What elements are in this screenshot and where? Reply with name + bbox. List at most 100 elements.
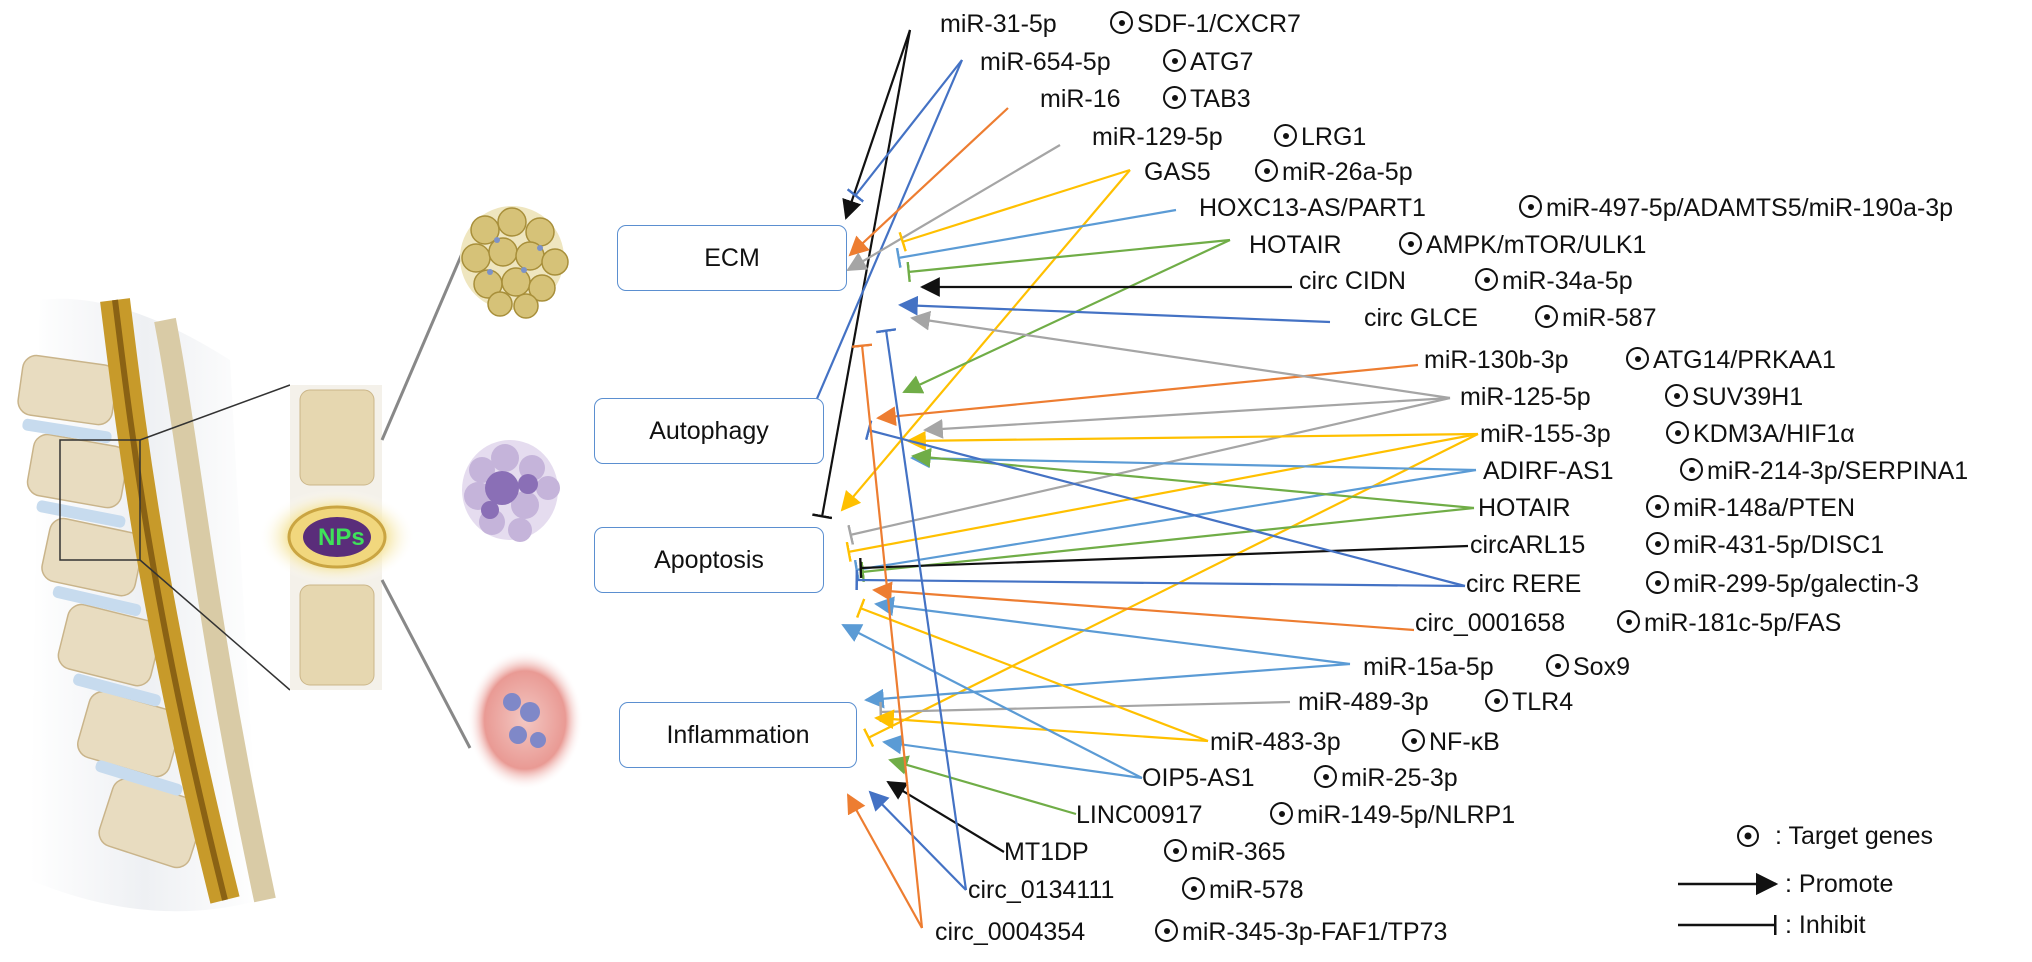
- target-text: miR-578: [1209, 876, 1304, 904]
- regulator-label: circ GLCE: [1364, 304, 1478, 332]
- target-label: LRG1: [1274, 122, 1366, 152]
- regulator-label: circ_0004354: [935, 918, 1086, 946]
- target-text: KDM3A/HIF1α: [1693, 420, 1855, 448]
- target-label: Sox9: [1546, 652, 1630, 682]
- target-label: AMPK/mTOR/ULK1: [1399, 230, 1646, 260]
- np-label: NPs: [318, 524, 365, 551]
- target-label: NF-κB: [1402, 727, 1500, 757]
- outcome-inflammation-box: Inflammation: [619, 702, 857, 768]
- target-text: miR-149-5p/NLRP1: [1297, 801, 1516, 829]
- target-genes-icon: [1402, 729, 1425, 752]
- inhibit-line: [859, 544, 1469, 579]
- inhibit-line: [852, 343, 924, 929]
- target-genes-icon: [1163, 49, 1186, 72]
- target-label: TAB3: [1163, 84, 1251, 114]
- promote-arrow: [847, 793, 923, 929]
- promote-arrow: [911, 447, 1475, 510]
- target-label: miR-181c-5p/FAS: [1617, 608, 1841, 638]
- promote-arrow: [846, 144, 1061, 272]
- target-label: SDF-1/CXCR7: [1110, 9, 1301, 39]
- promote-arrow: [910, 448, 1477, 472]
- target-genes-icon: [1617, 610, 1640, 633]
- regulator-label: circ CIDN: [1299, 267, 1406, 295]
- outcome-ecm-box: ECM: [617, 225, 847, 291]
- outcome-autophagy-box: Autophagy: [594, 398, 824, 464]
- legend-inhibit-label: : Inhibit: [1785, 911, 1866, 939]
- regulator-label: circ_0134111: [968, 876, 1115, 904]
- promote-arrow: [906, 430, 1479, 451]
- target-genes-icon: [1680, 458, 1703, 481]
- target-label: miR-578: [1182, 875, 1303, 905]
- target-genes-icon: [1519, 195, 1542, 218]
- target-genes-icon: [1164, 839, 1187, 862]
- promote-arrow: [923, 396, 1451, 439]
- target-text: miR-299-5p/galectin-3: [1673, 570, 1919, 598]
- target-genes-icon: [1665, 384, 1688, 407]
- autophagy-cells-illustration: [462, 440, 560, 542]
- target-text: SDF-1/CXCR7: [1137, 10, 1301, 38]
- target-label: miR-34a-5p: [1475, 266, 1633, 296]
- target-genes-icon: [1535, 305, 1558, 328]
- promote-arrow: [868, 790, 967, 891]
- inhibit-line: [812, 29, 912, 520]
- target-genes-icon: [1626, 347, 1649, 370]
- regulator-label: circARL15: [1470, 531, 1586, 559]
- promote-arrow: [848, 107, 1009, 257]
- target-text: miR-587: [1562, 304, 1657, 332]
- promote-arrow: [886, 780, 1005, 853]
- regulator-label: LINC00917: [1076, 801, 1203, 829]
- regulator-label: miR-130b-3p: [1424, 346, 1569, 374]
- target-genes-icon: [1666, 421, 1689, 444]
- target-genes-icon: [1255, 159, 1278, 182]
- inhibit-line: [906, 238, 1231, 283]
- target-text: Sox9: [1573, 653, 1630, 681]
- target-text: miR-431-5p/DISC1: [1673, 531, 1885, 559]
- target-genes-icon: [1546, 654, 1569, 677]
- target-label: miR-149-5p/NLRP1: [1270, 800, 1515, 830]
- inhibit-line: [863, 433, 1479, 748]
- regulator-label: miR-15a-5p: [1363, 653, 1494, 681]
- target-genes-icon: [1646, 571, 1669, 594]
- regulator-label: miR-31-5p: [940, 10, 1057, 38]
- promote-arrow: [898, 295, 1331, 324]
- target-text: miR-26a-5p: [1282, 158, 1413, 186]
- target-genes-icon: [1646, 532, 1669, 555]
- target-text: miR-345-3p-FAF1/TP73: [1182, 918, 1448, 946]
- target-text: TLR4: [1512, 688, 1574, 716]
- regulator-label: HOXC13-AS/PART1: [1199, 194, 1426, 222]
- disc-zoom-illustration: [259, 234, 472, 749]
- inhibit-line: [846, 59, 963, 203]
- regulator-label: miR-125-5p: [1460, 383, 1591, 411]
- target-genes-icon: [1399, 232, 1422, 255]
- target-text: miR-214-3p/SERPINA1: [1707, 457, 1969, 485]
- target-genes-icon: [1314, 765, 1337, 788]
- promote-arrow: [882, 734, 1143, 780]
- inflammation-cells-illustration: [467, 650, 583, 790]
- inhibit-line: [855, 598, 1209, 743]
- inhibit-line: [879, 700, 1291, 723]
- outcome-label: Inflammation: [666, 720, 810, 749]
- target-genes-icon: [1270, 802, 1293, 825]
- regulator-label: miR-155-3p: [1480, 420, 1611, 448]
- inhibit-line: [860, 506, 1475, 582]
- regulatory-edges: [800, 29, 1479, 929]
- promote-arrow: [902, 239, 1231, 394]
- promote-arrow: [841, 624, 1143, 779]
- promote-arrow: [874, 709, 1209, 743]
- legend: [1678, 825, 1779, 935]
- target-label: miR-431-5p/DISC1: [1646, 530, 1884, 560]
- target-text: AMPK/mTOR/ULK1: [1426, 231, 1647, 259]
- inhibit-line: [800, 59, 964, 420]
- promote-arrow: [864, 662, 1351, 709]
- regulator-label: miR-483-3p: [1210, 728, 1341, 756]
- promote-arrow: [842, 29, 912, 220]
- target-text: TAB3: [1190, 85, 1251, 113]
- inhibit-line: [845, 432, 1479, 562]
- regulator-label: circ RERE: [1466, 570, 1582, 598]
- target-label: TLR4: [1485, 687, 1573, 717]
- promote-arrow: [888, 755, 1077, 816]
- regulator-label: MT1DP: [1004, 838, 1089, 866]
- target-text: NF-κB: [1429, 728, 1500, 756]
- spine-illustration: [17, 298, 291, 912]
- target-genes-icon: [1182, 877, 1205, 900]
